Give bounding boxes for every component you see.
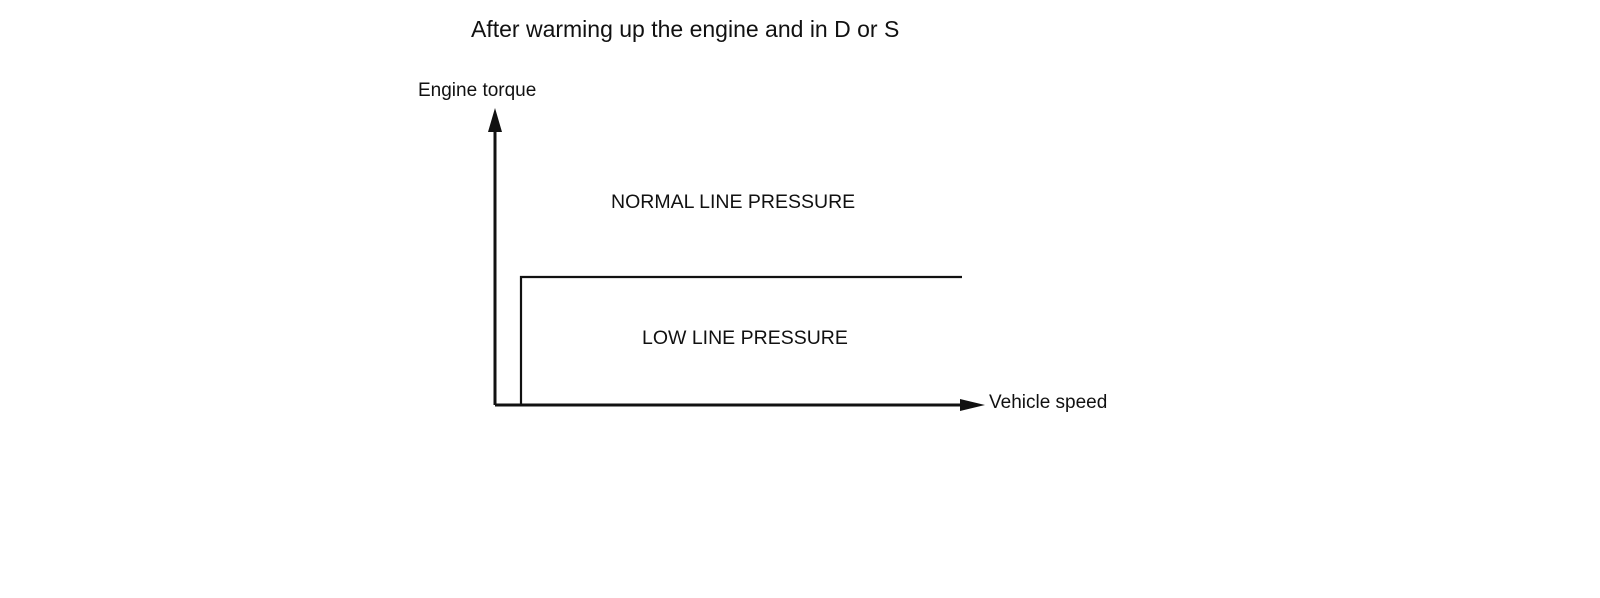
region-label-normal-line-pressure: NORMAL LINE PRESSURE: [611, 191, 856, 213]
y-axis-arrowhead: [488, 108, 502, 132]
pressure-boundary-line: [519, 275, 962, 405]
region-label-low-line-pressure: LOW LINE PRESSURE: [642, 327, 848, 349]
x-axis-label: Vehicle speed: [989, 392, 1108, 413]
diagram-title: After warming up the engine and in D or …: [471, 16, 900, 42]
x-axis-arrowhead: [960, 399, 985, 411]
y-axis-label: Engine torque: [418, 80, 537, 101]
